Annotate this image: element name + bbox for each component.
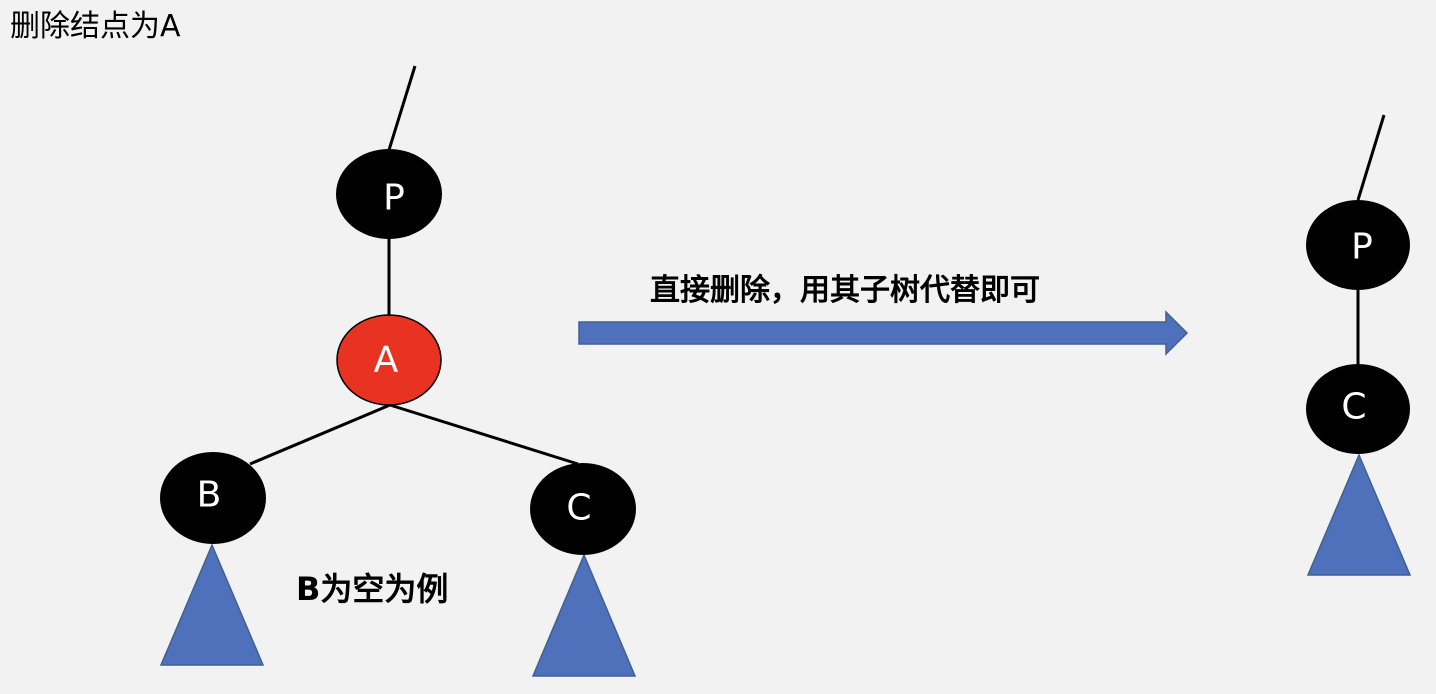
subtree-b-triangle: [159, 543, 265, 666]
node-p-circle: [336, 149, 442, 239]
node-p-label: P: [383, 178, 405, 219]
node-p-after-label: P: [1351, 227, 1373, 268]
node-c-circle: [530, 463, 636, 555]
example-label: B为空为例: [296, 570, 448, 608]
transform-arrow: [578, 310, 1189, 356]
node-c: C: [530, 463, 636, 555]
edge-a-to-b: [249, 403, 391, 466]
node-c-label: C: [566, 488, 591, 529]
edge-a-to-c: [389, 403, 579, 466]
node-p-after: P: [1306, 200, 1410, 290]
subtree-c-triangle: [531, 553, 637, 677]
node-a: A: [336, 314, 442, 406]
edge-parent-to-p: [387, 65, 417, 151]
node-p-after-circle: [1306, 200, 1410, 290]
action-label: 直接删除，用其子树代替即可: [650, 273, 1040, 308]
page-title: 删除结点为A: [10, 9, 181, 44]
node-b: B: [160, 452, 266, 544]
node-c-after: C: [1306, 364, 1410, 454]
node-c-after-label: C: [1341, 387, 1366, 428]
subtree-c-triangle-after: [1306, 453, 1412, 576]
node-c-after-circle: [1306, 364, 1410, 454]
node-a-circle: [336, 314, 442, 406]
node-b-label: B: [197, 475, 222, 516]
node-a-label: A: [374, 340, 399, 381]
node-b-circle: [160, 452, 266, 544]
edge-parent-to-p-after: [1356, 114, 1386, 201]
node-p: P: [336, 149, 442, 239]
